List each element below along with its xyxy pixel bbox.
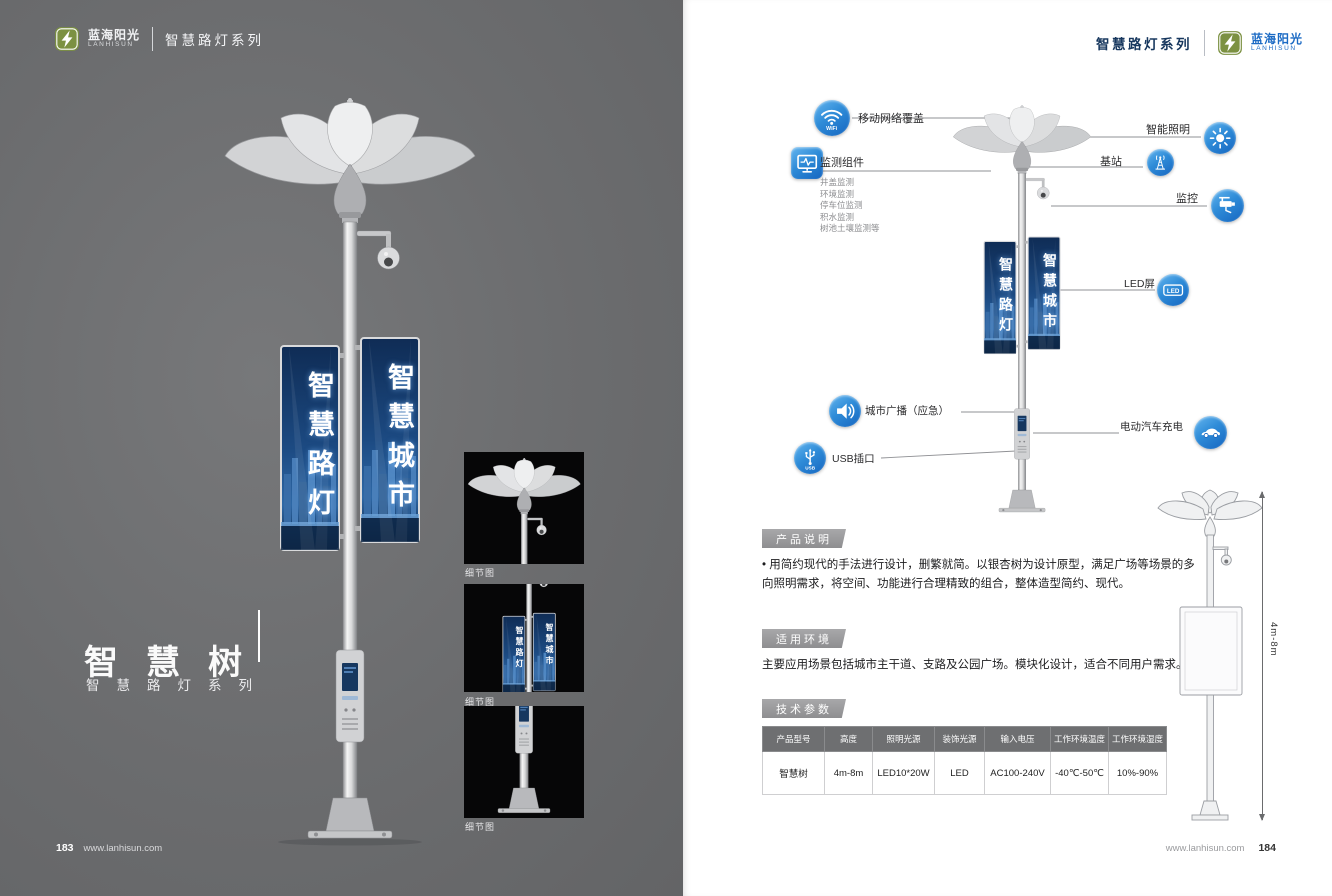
callout-broadcast: 城市广播（应急） bbox=[865, 405, 949, 417]
brand-name-en: LANHISUN bbox=[88, 40, 134, 48]
brand-name-cn: 蓝海阳光 bbox=[1251, 32, 1304, 47]
brand-text: 蓝海阳光 LANHISUN bbox=[88, 29, 140, 48]
monitoring-item: 积水监测 bbox=[820, 211, 855, 222]
detail-thumb-banner bbox=[464, 584, 584, 692]
height-dimension-label: 4m-8m bbox=[1268, 622, 1279, 657]
lamp-illustration-small bbox=[1157, 489, 1263, 821]
spec-cell: AC100-240V bbox=[984, 751, 1051, 795]
environment-text: 主要应用场景包括城市主干道、支路及公园广场。模块化设计，适合不同用户需求。 bbox=[762, 659, 1188, 671]
banner-text-right: 智慧城市 bbox=[1042, 253, 1058, 333]
spec-cell: 10%-90% bbox=[1108, 751, 1167, 795]
wifi-icon-text: WiFi bbox=[826, 127, 838, 132]
spec-cell: LED bbox=[934, 751, 985, 795]
brand-header-right: 智慧路灯系列 蓝海阳光 LANHISUN bbox=[1096, 30, 1303, 56]
callout-lighting: 智能照明 bbox=[1146, 124, 1190, 136]
website-url: www.lanhisun.com bbox=[1165, 843, 1245, 854]
detail-thumb-crown bbox=[464, 452, 584, 564]
section-badge-environment: 适用环境 bbox=[762, 629, 846, 648]
thumb-banner-text-left: 智慧路灯 bbox=[515, 626, 524, 670]
footer-right: www.lanhisun.com 184 bbox=[1100, 842, 1276, 854]
section-badge-product-desc: 产品说明 bbox=[762, 529, 846, 548]
banner-text-left: 智慧路灯 bbox=[998, 257, 1014, 337]
page-number: 184 bbox=[1258, 842, 1276, 854]
height-dimension-line bbox=[1259, 491, 1265, 821]
callout-surveillance: 监控 bbox=[1176, 193, 1198, 205]
thumb-banner-text-right: 智慧城市 bbox=[545, 623, 554, 667]
product-desc-text: • 用简约现代的手法进行设计，删繁就简。以银杏树为设计原型，满足广场等场景的多向… bbox=[762, 559, 1195, 590]
usb-icon-text: USB bbox=[805, 465, 815, 470]
brand-text: 蓝海阳光 LANHISUN bbox=[1251, 33, 1303, 52]
detail-thumb-base-art bbox=[464, 706, 584, 818]
monitoring-item-list: 井盖监测 环境监测 停车位监测 积水监测 树池土壤监测等 bbox=[820, 177, 880, 235]
series-title: 智慧路灯系列 bbox=[1096, 37, 1192, 52]
sun-icon bbox=[1204, 122, 1236, 154]
cctv-camera-icon bbox=[1211, 189, 1244, 222]
footer-left: 183 www.lanhisun.com bbox=[56, 842, 162, 854]
monitoring-item: 井盖监测 bbox=[820, 177, 855, 187]
header-divider bbox=[1204, 30, 1205, 56]
spec-col-header: 工作环境温度 bbox=[1050, 726, 1109, 752]
detail-thumb-label: 细节图 bbox=[465, 822, 496, 832]
page-number: 183 bbox=[56, 842, 74, 854]
callout-ev-charging: 电动汽车充电 bbox=[1120, 421, 1183, 433]
monitoring-icon bbox=[791, 147, 823, 179]
product-subtitle: 智慧路灯系列 bbox=[86, 678, 269, 693]
usb-icon: USB bbox=[794, 442, 826, 474]
brand-logo-icon bbox=[55, 27, 79, 51]
title-rule bbox=[258, 610, 260, 662]
spec-col-header: 产品型号 bbox=[762, 726, 825, 752]
brand-header-left: 蓝海阳光 LANHISUN 智慧路灯系列 bbox=[54, 26, 264, 52]
brand-name-cn: 蓝海阳光 bbox=[88, 28, 141, 43]
spec-cell: 4m-8m bbox=[824, 751, 873, 795]
monitoring-item: 环境监测 bbox=[820, 188, 855, 199]
website-url: www.lanhisun.com bbox=[83, 843, 163, 854]
banner-text-right: 智慧城市 bbox=[384, 363, 414, 519]
lamp-illustration-large bbox=[224, 98, 476, 846]
series-title: 智慧路灯系列 bbox=[165, 33, 265, 48]
ev-car-icon bbox=[1194, 416, 1227, 449]
spec-cell: LED10*20W bbox=[872, 751, 935, 795]
speaker-icon bbox=[829, 395, 861, 427]
monitoring-item: 树池土壤监测等 bbox=[820, 223, 880, 233]
brand-logo-icon bbox=[1218, 31, 1242, 55]
spec-col-header: 高度 bbox=[824, 726, 873, 752]
spec-header-row: 产品型号 高度 照明光源 装饰光源 输入电压 工作环境温度 工作环境湿度 bbox=[762, 726, 1167, 752]
product-photo-large bbox=[205, 98, 495, 848]
antenna-icon bbox=[1147, 149, 1174, 176]
section-badge-specs: 技术参数 bbox=[762, 699, 846, 718]
callout-usb-port: USB插口 bbox=[832, 453, 875, 465]
wifi-icon: WiFi bbox=[814, 100, 850, 136]
detail-thumb-base bbox=[464, 706, 584, 818]
led-icon-text: LED bbox=[1167, 288, 1180, 295]
spec-col-header: 工作环境湿度 bbox=[1108, 726, 1167, 752]
spec-cell: -40℃-50℃ bbox=[1050, 751, 1109, 795]
detail-thumb-crown-art bbox=[464, 452, 584, 564]
spec-col-header: 照明光源 bbox=[872, 726, 935, 752]
spec-row: 智慧树 4m-8m LED10*20W LED AC100-240V -40℃-… bbox=[762, 751, 1167, 795]
product-title: 智慧树 bbox=[84, 643, 270, 682]
spec-col-header: 装饰光源 bbox=[934, 726, 985, 752]
spec-table: 产品型号 高度 照明光源 装饰光源 输入电压 工作环境温度 工作环境湿度 智慧树… bbox=[762, 726, 1167, 795]
detail-thumb-label: 细节图 bbox=[465, 697, 496, 707]
callout-network: 移动网络覆盖 bbox=[858, 113, 924, 125]
callout-led-screen: LED屏 bbox=[1124, 278, 1155, 290]
header-divider bbox=[152, 27, 154, 51]
callout-base-station: 基站 bbox=[1100, 156, 1122, 168]
detail-thumb-label: 细节图 bbox=[465, 568, 496, 578]
brand-name-en: LANHISUN bbox=[1251, 44, 1297, 52]
banner-text-left: 智慧路灯 bbox=[304, 371, 334, 527]
callout-monitoring: 监测组件 bbox=[820, 157, 864, 169]
monitoring-item: 停车位监测 bbox=[820, 200, 863, 210]
spec-col-header: 输入电压 bbox=[984, 726, 1051, 752]
feature-diagram bbox=[820, 85, 1207, 535]
led-screen-icon: LED bbox=[1157, 274, 1189, 306]
spec-cell: 智慧树 bbox=[762, 751, 825, 795]
